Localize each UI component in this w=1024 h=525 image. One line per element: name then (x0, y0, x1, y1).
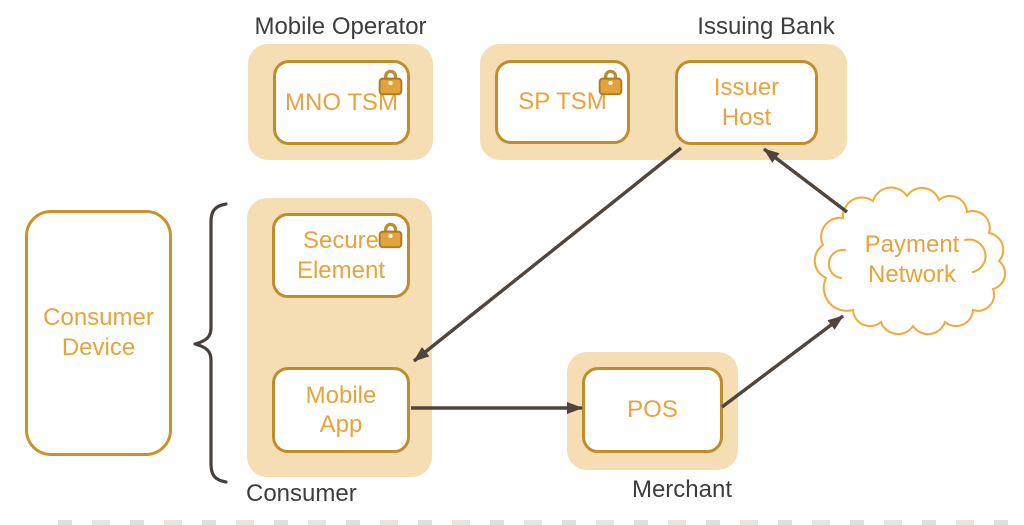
merchant-label: Merchant (631, 476, 733, 503)
issuing-bank-label: Issuing Bank (697, 13, 835, 40)
mobile-app-label: Mobile App (305, 381, 377, 438)
node-mobile-app: Mobile App (272, 367, 410, 453)
mobile-operator-label: Mobile Operator (254, 13, 427, 40)
sp-tsm-label: SP TSM (518, 88, 607, 116)
issuer-host-label: Issuer Host (713, 74, 780, 131)
lock-icon (378, 69, 403, 96)
node-pos: POS (582, 367, 723, 453)
lock-icon (378, 222, 403, 249)
node-mno-tsm: MNO TSM (273, 60, 410, 145)
left-curly-brace (193, 202, 228, 484)
cloud-shape (813, 186, 1006, 336)
pos-label: POS (627, 396, 678, 424)
secure-element-label: Secure Element (296, 227, 386, 284)
consumer-device-label: Consumer Device (43, 304, 154, 361)
lock-icon (598, 69, 623, 96)
node-consumer-device: Consumer Device (25, 210, 172, 456)
node-issuer-host: Issuer Host (675, 60, 818, 145)
consumer-label: Consumer (246, 480, 357, 507)
arrow-issuer-host-to-mobile-app (412, 146, 683, 363)
cropped-caption-artifact (58, 520, 1018, 525)
node-secure-element: Secure Element (272, 213, 410, 298)
node-sp-tsm: SP TSM (495, 60, 630, 144)
